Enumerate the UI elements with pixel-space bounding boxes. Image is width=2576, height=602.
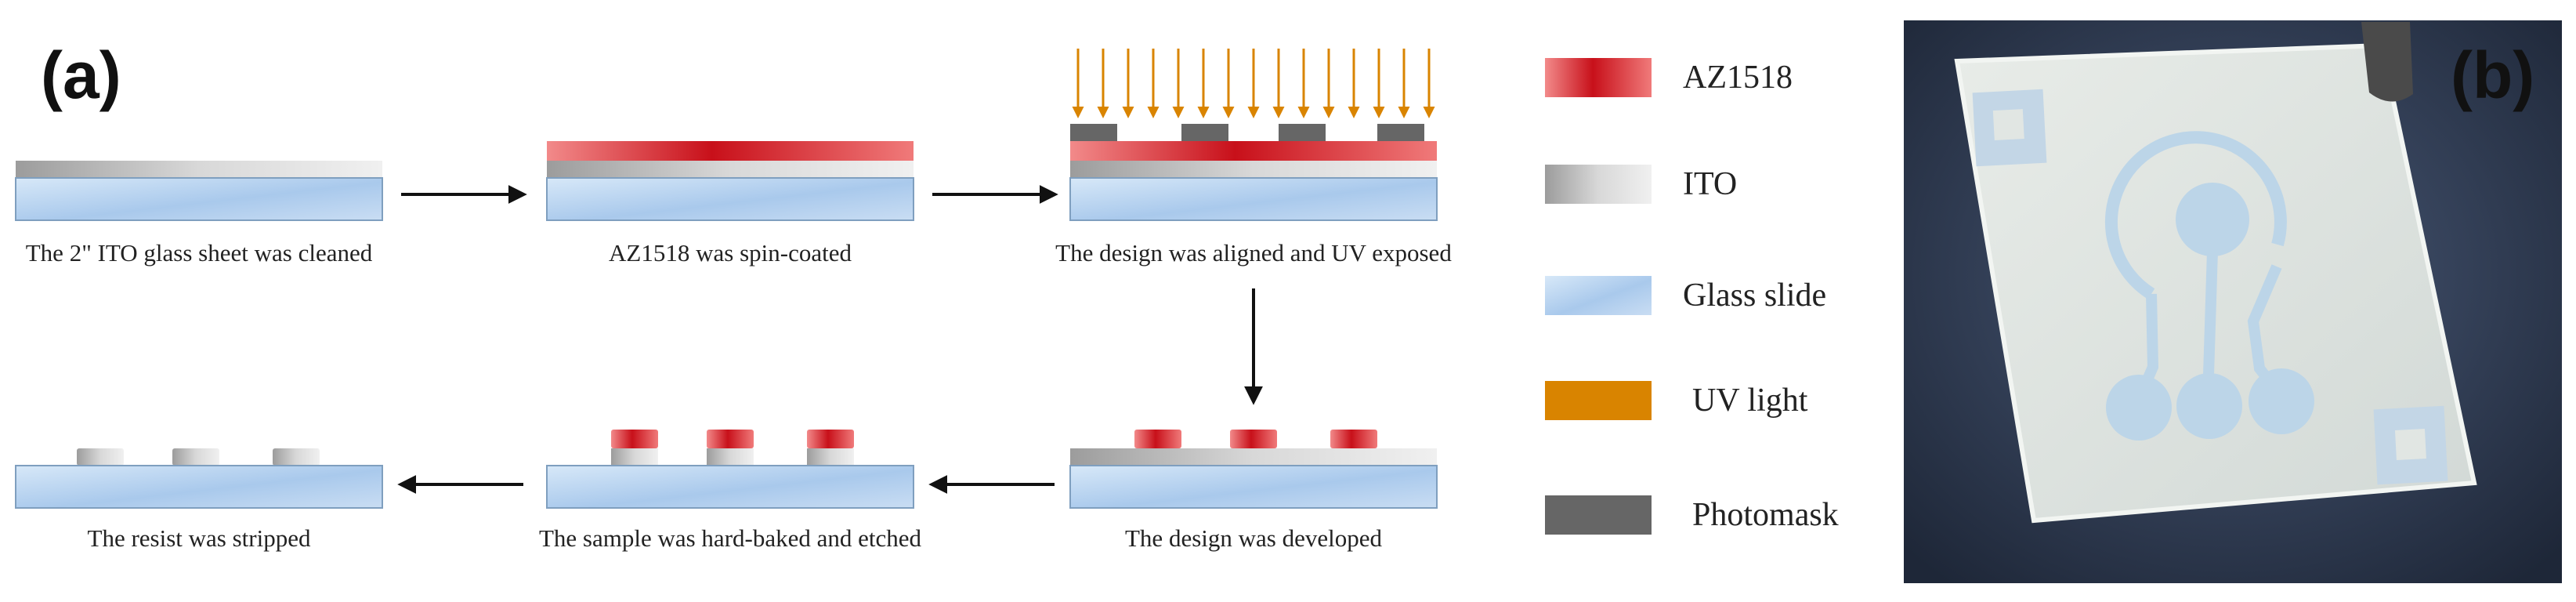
alignment-mark-window bbox=[1992, 109, 2024, 141]
az1518-pattern bbox=[1230, 430, 1277, 448]
step-1-caption: The 2" ITO glass sheet was cleaned bbox=[26, 239, 373, 267]
az1518-layer bbox=[547, 141, 914, 161]
step-4-caption: The design was developed bbox=[1125, 524, 1382, 552]
step-6-caption: The resist was stripped bbox=[88, 524, 311, 552]
legend-swatch-az1518 bbox=[1545, 58, 1652, 97]
tweezer-clip bbox=[2361, 22, 2413, 102]
glass-slide bbox=[546, 177, 914, 221]
step-6-diagram bbox=[15, 448, 383, 509]
step-4-diagram bbox=[1069, 430, 1438, 509]
ito-layer bbox=[1070, 161, 1437, 178]
legend-label-photomask: Photomask bbox=[1692, 497, 1839, 533]
ito-pattern bbox=[707, 448, 754, 466]
glass-slide bbox=[1069, 465, 1438, 509]
photomask-segment bbox=[1181, 124, 1228, 141]
alignment-mark-window bbox=[2394, 429, 2426, 460]
legend-label-az1518: AZ1518 bbox=[1683, 60, 1793, 96]
panel-a-label: (a) bbox=[41, 38, 121, 112]
ito-pattern bbox=[172, 448, 219, 466]
legend-swatch-glass bbox=[1545, 276, 1652, 315]
az1518-pattern bbox=[807, 430, 854, 448]
step-2-diagram bbox=[546, 141, 914, 221]
contact-pad bbox=[2176, 373, 2242, 439]
legend-swatch-photomask bbox=[1545, 495, 1652, 535]
step-3-diagram bbox=[1069, 49, 1438, 221]
panel-b-label: (b) bbox=[2451, 38, 2534, 112]
az1518-pattern bbox=[611, 430, 658, 448]
legend-swatch-ito bbox=[1545, 165, 1652, 204]
glass-slide bbox=[15, 177, 383, 221]
az1518-pattern bbox=[707, 430, 754, 448]
step-3-caption: The design was aligned and UV exposed bbox=[1055, 239, 1452, 267]
ito-pattern bbox=[611, 448, 658, 466]
uv-light-arrows bbox=[1072, 49, 1435, 118]
glass-slide bbox=[1069, 177, 1438, 221]
device-photo bbox=[1904, 20, 2562, 583]
photomask-segment bbox=[1070, 124, 1117, 141]
glass-slide bbox=[15, 465, 383, 509]
az1518-pattern bbox=[1330, 430, 1377, 448]
contact-pad bbox=[2106, 375, 2172, 441]
ito-pattern bbox=[77, 448, 124, 466]
ito-layer bbox=[1070, 448, 1437, 466]
legend-label-ito: ITO bbox=[1683, 166, 1737, 202]
ito-pattern bbox=[807, 448, 854, 466]
legend-label-glass: Glass slide bbox=[1683, 277, 1826, 314]
az1518-pattern bbox=[1134, 430, 1181, 448]
step-5-caption: The sample was hard-baked and etched bbox=[539, 524, 922, 552]
step-2-caption: AZ1518 was spin-coated bbox=[609, 239, 852, 267]
ito-layer bbox=[547, 161, 914, 178]
legend: AZ1518 ITO Glass slide UV light Photomas… bbox=[1545, 58, 1839, 535]
working-electrode bbox=[2176, 183, 2249, 256]
glass-slide bbox=[546, 465, 914, 509]
ito-layer bbox=[16, 161, 382, 178]
photomask-segment bbox=[1279, 124, 1326, 141]
step-1-diagram bbox=[15, 161, 383, 221]
counter-electrode bbox=[2104, 131, 2287, 299]
photomask-segment bbox=[1377, 124, 1424, 141]
az1518-layer bbox=[1070, 141, 1437, 161]
legend-swatch-uv bbox=[1545, 381, 1652, 420]
ito-pattern bbox=[273, 448, 320, 466]
step-5-diagram bbox=[546, 430, 914, 509]
legend-label-uv: UV light bbox=[1692, 383, 1808, 419]
contact-pad bbox=[2249, 368, 2314, 434]
